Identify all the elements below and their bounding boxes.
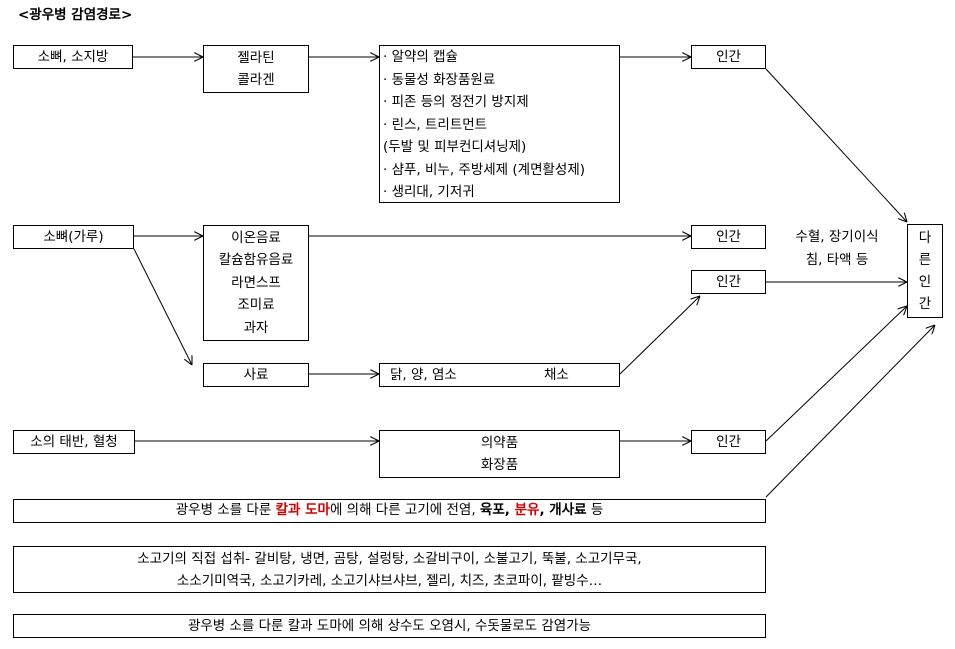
product-item: · 생리대, 기저귀 <box>383 184 475 200</box>
box-human-2-text: 인간 <box>716 228 741 245</box>
product-item: · 피존 등의 정전기 방지제 <box>383 94 529 110</box>
medicine-line: 의약품 <box>480 435 519 451</box>
other-human-char: 인 <box>918 274 932 290</box>
transfusion-line: 수혈, 장기이식 <box>795 229 879 245</box>
knife-text-3: 등 <box>586 502 604 518</box>
arrow-vegetables-to-human3 <box>619 296 700 375</box>
direct-line: 소고기의 직접 섭취- 갈비탕, 냉면, 곰탕, 설렁탕, 소갈비구이, 소불고… <box>137 550 642 567</box>
other-human-char: 른 <box>918 252 932 268</box>
knife-sep-2: , <box>539 502 550 518</box>
product-item: · 동물성 화장품원료 <box>383 71 496 88</box>
box-human-2: 인간 <box>691 225 766 249</box>
arrow-human4-to-other <box>765 306 907 442</box>
arrow-knife-to-other <box>765 325 935 498</box>
box-bone-powder-text: 소뼈(가루) <box>43 228 104 245</box>
box-human-1-text: 인간 <box>716 48 741 65</box>
other-human-char: 간 <box>918 296 932 312</box>
box-foods: 이온음료 칼슘함유음료 라면스프 조미료 과자 <box>203 225 309 341</box>
arrow-human1-to-other <box>765 68 907 222</box>
knife-highlight-jerky: 육포 <box>479 502 505 518</box>
transfusion-label: 수혈, 장기이식 침, 타액 등 <box>783 226 891 271</box>
product-item: · 알약의 캡슐 <box>383 49 458 65</box>
box-human-1: 인간 <box>691 45 766 69</box>
box-products: · 알약의 캡슐 · 동물성 화장품원료 · 피존 등의 정전기 방지제 · 린… <box>379 45 620 203</box>
knife-text-1: 광우병 소를 다룬 <box>175 502 276 518</box>
box-feed-text: 사료 <box>243 366 269 383</box>
knife-sep-1: , <box>504 502 515 518</box>
box-knife-contamination: 광우병 소를 다룬 칼과 도마에 의해 다른 고기에 전염, 육포, 분유, 개… <box>13 499 766 523</box>
food-item: 과자 <box>243 319 269 336</box>
page-title: <광우병 감염경로> <box>18 7 133 23</box>
medicine-line: 화장품 <box>480 457 519 473</box>
arrow-powder-to-feed <box>133 248 192 365</box>
food-item: 이온음료 <box>231 229 281 246</box>
box-direct-consumption: 소고기의 직접 섭취- 갈비탕, 냉면, 곰탕, 설렁탕, 소갈비구이, 소불고… <box>13 546 766 593</box>
food-item: 칼슘함유음료 <box>218 252 294 269</box>
box-other-human: 다 른 인 간 <box>907 224 943 318</box>
transfusion-line: 침, 타액 등 <box>805 251 869 268</box>
box-bone-fat: 소뼈, 소지방 <box>13 45 133 69</box>
box-animals-vegetables: 닭, 양, 염소 채소 <box>379 363 620 387</box>
food-item: 라면스프 <box>231 274 281 291</box>
box-bone-powder: 소뼈(가루) <box>13 225 134 249</box>
product-item: (두발 및 피부컨디셔닝제) <box>383 139 527 155</box>
box-human-4: 인간 <box>691 430 766 454</box>
water-text: 광우병 소를 다룬 칼과 도마에 의해 상수도 오염시, 수돗물로도 감염가능 <box>187 617 592 634</box>
box-human-3-text: 인간 <box>716 273 741 290</box>
knife-text-2: 에 의해 다른 고기에 전염, <box>329 502 480 518</box>
knife-highlight-formula: 분유 <box>514 502 540 518</box>
product-item: · 린스, 트리트먼트 <box>383 116 488 133</box>
direct-line: 소소기미역국, 소고기카레, 소고기샤브샤브, 젤리, 치즈, 초코파이, 팥빙… <box>176 572 603 589</box>
box-gelatin-line: 젤라틴 <box>237 50 275 66</box>
box-placenta-text: 소의 태반, 혈청 <box>30 433 118 450</box>
knife-highlight-knife: 칼과 도마 <box>275 502 330 518</box>
product-item: · 샴푸, 비누, 주방세제 (계면활성제) <box>383 161 586 178</box>
box-medicine: 의약품 화장품 <box>379 430 620 478</box>
food-item: 조미료 <box>237 297 275 314</box>
box-gelatin-line: 콜라겐 <box>237 72 275 88</box>
animals-text: 닭, 양, 염소 <box>390 367 457 383</box>
box-human-3: 인간 <box>691 270 766 294</box>
box-feed: 사료 <box>203 363 309 387</box>
other-human-char: 다 <box>918 230 932 246</box>
box-water-contamination: 광우병 소를 다룬 칼과 도마에 의해 상수도 오염시, 수돗물로도 감염가능 <box>13 614 766 638</box>
box-placenta: 소의 태반, 혈청 <box>13 430 135 454</box>
knife-highlight-dogfood: 개사료 <box>549 502 587 518</box>
box-bone-fat-text: 소뼈, 소지방 <box>37 48 109 65</box>
box-gelatin: 젤라틴 콜라겐 <box>203 45 309 93</box>
box-human-4-text: 인간 <box>716 433 741 450</box>
vegetables-text: 채소 <box>544 367 569 383</box>
